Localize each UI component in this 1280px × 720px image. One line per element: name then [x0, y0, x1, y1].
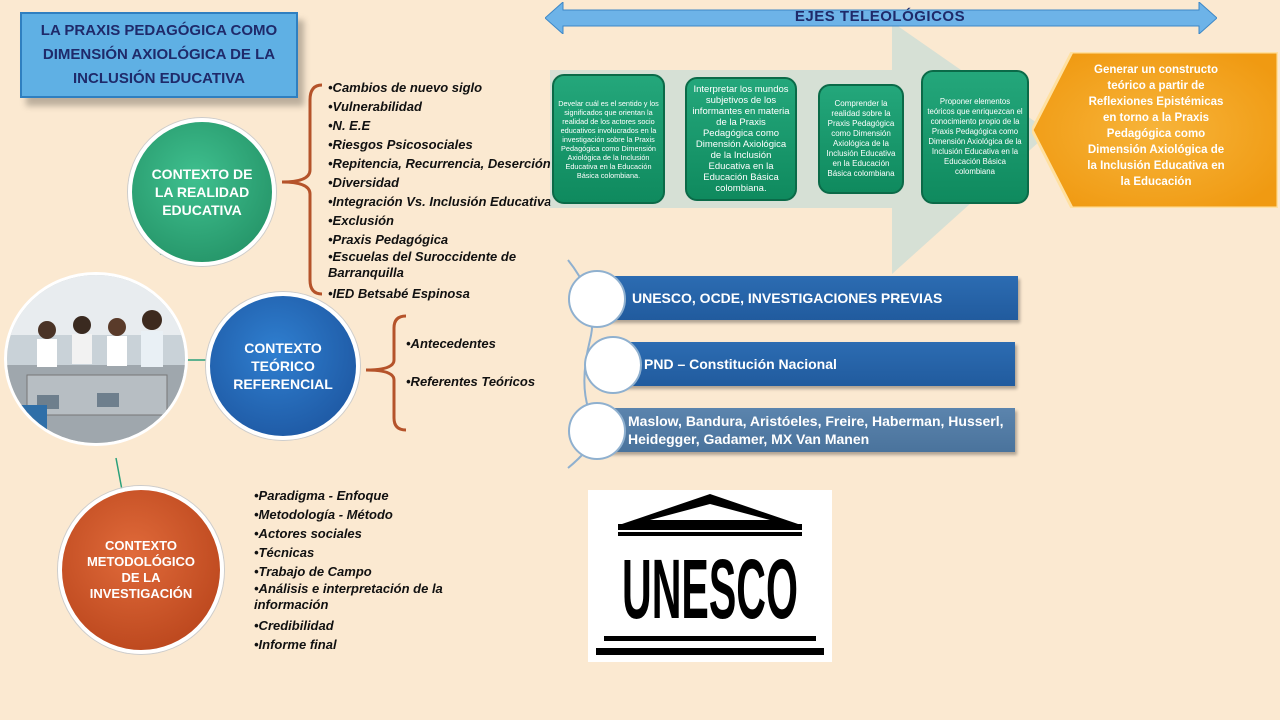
list-item: •Repitencia, Recurrencia, Deserción	[328, 156, 551, 171]
ejes-label: EJES TELEOLÓGICOS	[794, 8, 966, 25]
teorico-list: •Antecedentes •Referentes Teóricos	[406, 334, 566, 391]
list-item: •Escuelas del Suroccidente de Barranquil…	[328, 249, 517, 280]
list-item: •Referentes Teóricos	[406, 374, 536, 389]
list-item: •Antecedentes	[406, 336, 496, 351]
reference-bar-3: Maslow, Bandura, Aristóeles, Freire, Hab…	[598, 408, 1015, 452]
reference-text-3: Maslow, Bandura, Aristóeles, Freire, Hab…	[628, 413, 1004, 447]
list-item: •Paradigma - Enfoque	[254, 488, 389, 503]
list-item: •Diversidad	[328, 175, 400, 190]
title-box: LA PRAXIS PEDAGÓGICA COMO DIMENSIÓN AXIO…	[20, 12, 298, 98]
general-objective-shape	[1032, 52, 1278, 208]
reference-bar-1: UNESCO, OCDE, INVESTIGACIONES PREVIAS	[596, 276, 1018, 320]
ejes-double-arrow	[545, 2, 1217, 34]
context-metodologico-circle: CONTEXTO METODOLÓGICO DE LA INVESTIGACIÓ…	[58, 486, 224, 654]
list-item: •Exclusión	[328, 213, 394, 228]
reference-node-2	[584, 336, 642, 394]
objective-text-4: Proponer elementos teóricos que enriquez…	[927, 97, 1023, 176]
list-item: •Vulnerabilidad	[328, 99, 422, 114]
list-item: •Integración Vs. Inclusión Educativa	[328, 194, 552, 209]
brace-teorico	[365, 314, 407, 432]
reference-text-2: PND – Constitución Nacional	[644, 356, 837, 372]
unesco-logo: UNESCO	[588, 490, 832, 662]
connector-red	[115, 457, 123, 491]
list-item: •Cambios de nuevo siglo	[328, 80, 483, 95]
logo-lettering: UNESCO	[622, 542, 798, 636]
reference-node-3	[568, 402, 626, 460]
list-item: •Análisis e interpretación de la informa…	[254, 581, 443, 612]
list-item: •Credibilidad	[254, 618, 334, 633]
list-item: •Riesgos Psicosociales	[328, 137, 473, 152]
context-teorico-label: CONTEXTO TEÓRICO REFERENCIAL	[233, 340, 333, 392]
objective-text-2: Interpretar los mundos subjetivos de los…	[692, 84, 790, 194]
list-item: •Técnicas	[254, 545, 315, 560]
objective-box-2: Interpretar los mundos subjetivos de los…	[685, 77, 797, 201]
objective-box-1: Develar cuál es el sentido y los signifi…	[552, 74, 665, 204]
list-item: •IED Betsabé Espinosa	[328, 286, 470, 301]
list-item: •Informe final	[254, 637, 337, 652]
objective-text-3: Comprender la realidad sobre la Praxis P…	[826, 99, 896, 178]
list-item: •Trabajo de Campo	[254, 564, 372, 579]
general-objective-text: Generar un constructo teórico a partir d…	[1087, 64, 1225, 188]
context-realidad-circle: CONTEXTO DE LA REALIDAD EDUCATIVA	[128, 118, 276, 266]
realidad-list: •Cambios de nuevo siglo •Vulnerabilidad …	[328, 78, 558, 303]
classroom-photo	[4, 272, 188, 446]
context-realidad-label: CONTEXTO DE LA REALIDAD EDUCATIVA	[151, 166, 253, 218]
metodologico-list: •Paradigma - Enfoque •Metodología - Méto…	[254, 486, 484, 654]
list-item: •Praxis Pedagógica	[328, 232, 449, 247]
list-item: •Metodología - Método	[254, 507, 393, 522]
context-metodologico-label: CONTEXTO METODOLÓGICO DE LA INVESTIGACIÓ…	[86, 538, 196, 601]
reference-node-1	[568, 270, 626, 328]
context-teorico-circle: CONTEXTO TEÓRICO REFERENCIAL	[206, 292, 360, 440]
brace-realidad	[281, 83, 323, 296]
list-item: •Actores sociales	[254, 526, 362, 541]
page-title: LA PRAXIS PEDAGÓGICA COMO DIMENSIÓN AXIO…	[40, 22, 278, 87]
list-item: •N. E.E	[328, 118, 371, 133]
objective-box-4: Proponer elementos teóricos que enriquez…	[921, 70, 1029, 204]
objective-box-3: Comprender la realidad sobre la Praxis P…	[818, 84, 904, 194]
reference-text-1: UNESCO, OCDE, INVESTIGACIONES PREVIAS	[632, 290, 943, 306]
reference-bar-2: PND – Constitución Nacional	[612, 342, 1015, 386]
objective-text-1: Develar cuál es el sentido y los signifi…	[558, 98, 659, 180]
